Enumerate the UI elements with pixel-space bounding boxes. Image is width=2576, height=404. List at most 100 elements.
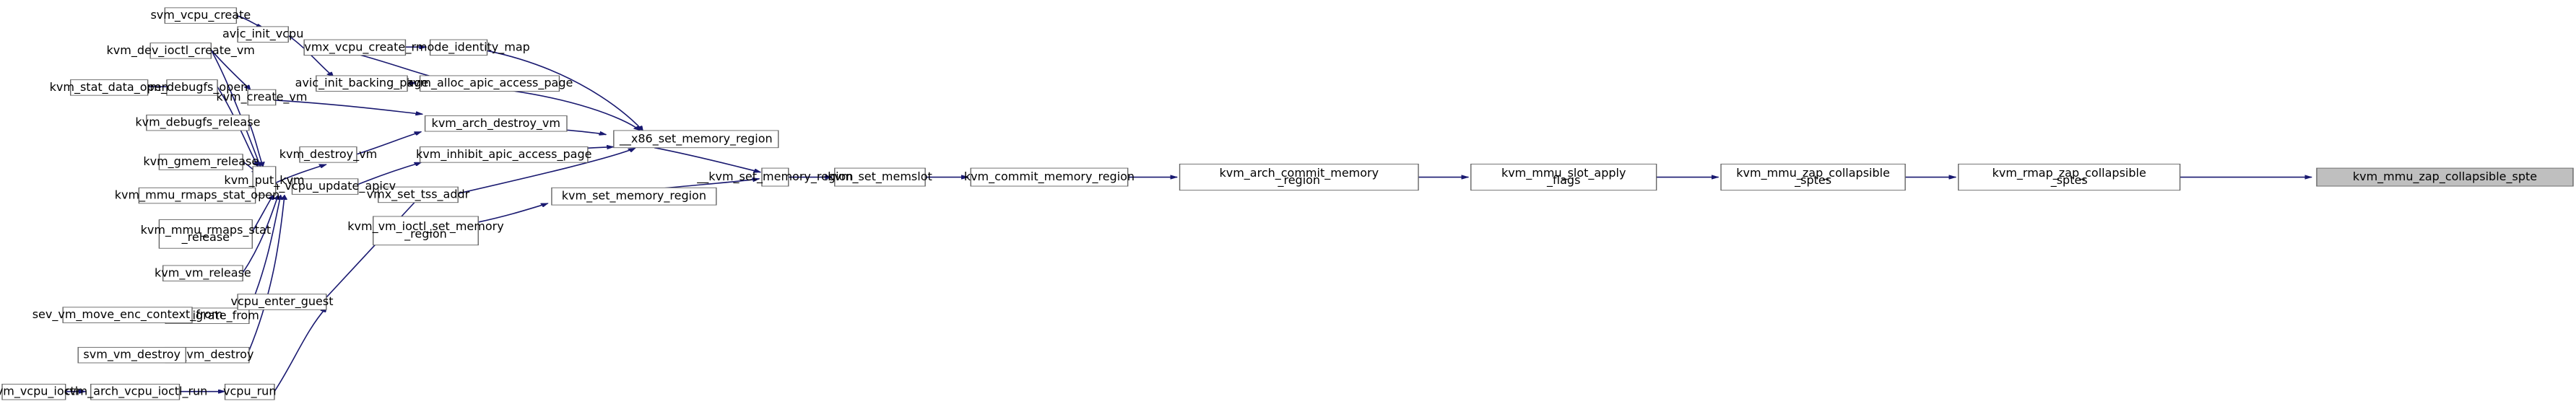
node-box — [316, 75, 408, 92]
node-box — [77, 346, 186, 364]
node-label: kvm_mmu_zap_collapsible_spte — [2353, 170, 2537, 184]
node-box — [1958, 163, 2181, 191]
node-createvm[interactable]: kvm_create_vm — [216, 89, 308, 106]
node-box — [62, 307, 193, 323]
edge-initrmode-to-x86set — [487, 50, 643, 131]
node-box — [299, 146, 357, 163]
node-label: kvm_mmu_rmaps_stat — [141, 223, 272, 237]
node-rmapsopen[interactable]: kvm_mmu_rmaps_stat_open — [115, 187, 279, 204]
edge-rmapsrel-to-putkvm — [252, 195, 273, 232]
node-box — [90, 384, 181, 400]
node-label: kvm_vcpu_ioctl — [0, 385, 78, 399]
edge-vmrel-to-putkvm — [243, 195, 278, 273]
node-allocapic[interactable]: kvm_alloc_apic_access_page — [407, 75, 573, 92]
node-box — [373, 216, 479, 246]
node-archdestroy[interactable]: kvm_arch_destroy_vm — [424, 115, 568, 132]
node-label: vmx_set_tss_addr — [367, 187, 470, 201]
node-inhibit[interactable]: kvm_inhibit_apic_access_page — [416, 146, 591, 163]
edge-vcpuguest-to-vcpuapicv — [326, 195, 421, 297]
node-box — [551, 187, 717, 206]
node-label: kvm_set_memory_region — [562, 189, 706, 203]
node-box — [613, 130, 779, 149]
node-svmvcpu[interactable]: svm_vcpu_create — [150, 7, 251, 24]
node-label: sev_vm_move_enc_context_from — [32, 307, 223, 322]
node-label: kvm_vm_ioctl_set_memory — [347, 219, 503, 234]
node-box — [158, 154, 243, 170]
node-label: kvm_stat_data_open — [50, 80, 169, 95]
node-label: __x86_set_memory_region — [619, 131, 773, 146]
node-destroyvm[interactable]: kvm_destroy_vm — [279, 146, 377, 163]
node-box — [419, 146, 589, 163]
node-sevmove[interactable]: sev_vm_move_enc_context_from — [32, 307, 223, 323]
node-commit[interactable]: kvm_commit_memory_region — [964, 167, 1135, 187]
node-avicbacking[interactable]: avic_init_backing_page — [295, 75, 429, 92]
node-vmrel[interactable]: kvm_vm_release — [155, 265, 251, 282]
node-label: kvm_mmu_zap_collapsible — [1736, 166, 1890, 180]
node-x86set[interactable]: __x86_set_memory_region — [613, 130, 779, 149]
node-kvmsetmem_[interactable]: __kvm_set_memory_region — [696, 167, 853, 187]
node-label: __kvm_set_memory_region — [696, 170, 853, 184]
edge-destroyvm-to-archdestroy — [357, 132, 421, 154]
node-initrmode[interactable]: init_rmode_identity_map — [387, 39, 530, 56]
node-label: kvm_destroy_vm — [279, 147, 377, 162]
edge-devioctl-to-putkvm — [211, 50, 260, 167]
node-box — [247, 89, 277, 106]
node-sevdestroy[interactable]: sev_vm_destroy — [161, 346, 254, 364]
edge-devioctl-to-createvm — [211, 50, 250, 89]
node-putkvm[interactable]: kvm_put_kvm — [224, 166, 305, 196]
node-setmemslot[interactable]: kvm_set_memslot — [828, 167, 932, 187]
node-box — [1179, 163, 1419, 191]
node-kvmsetmem[interactable]: kvm_set_memory_region — [551, 187, 717, 206]
node-box — [149, 43, 212, 59]
node-archcommit[interactable]: kvm_arch_commit_memory_region — [1179, 163, 1419, 191]
node-label: _sptes — [2050, 173, 2088, 188]
node-label: _region — [404, 227, 447, 241]
node-mmuzap[interactable]: kvm_mmu_zap_collapsible_sptes — [1720, 163, 1906, 191]
edge-x86set-to-kvmsetmem_ — [654, 148, 760, 172]
node-label: svm_vcpu_create — [150, 8, 251, 22]
node-box — [1720, 163, 1906, 191]
node-statopen[interactable]: kvm_stat_data_open — [50, 79, 169, 96]
node-devioctl[interactable]: kvm_dev_ioctl_create_vm — [107, 43, 255, 59]
node-box — [224, 384, 275, 400]
edge-debugfsrel-to-putkvm — [249, 123, 263, 167]
node-label: avic_init_backing_page — [295, 76, 429, 90]
node-box — [237, 294, 327, 310]
node-box — [69, 79, 149, 96]
node-label: kvm_arch_destroy_vm — [432, 116, 560, 131]
node-label: _flags — [1546, 173, 1580, 188]
node-label: kvm_mmu_rmaps_stat_open — [115, 188, 279, 203]
node-tssaddr[interactable]: vmx_set_tss_addr — [367, 186, 470, 203]
node-label: svm_vm_destroy — [83, 348, 181, 362]
node-ioctlsetmem[interactable]: kvm_vm_ioctl_set_memory_region — [347, 216, 504, 246]
node-root[interactable]: kvm_mmu_zap_collapsible_spte — [2316, 167, 2574, 187]
node-vcpuapicv[interactable]: kvm_vcpu_update_apicv — [254, 178, 396, 195]
node-debugfsopen[interactable]: kvm_debugfs_open — [136, 79, 248, 96]
node-label: kvm_arch_vcpu_ioctl_run — [63, 385, 207, 399]
node-rmapsrel[interactable]: kvm_mmu_rmaps_stat_release — [141, 219, 272, 249]
node-vcpuioctl[interactable]: kvm_vcpu_ioctl — [0, 384, 78, 400]
node-label: kvm_put_kvm — [224, 173, 304, 188]
node-label: _release — [181, 230, 230, 245]
node-svmdestroy[interactable]: svm_vm_destroy — [77, 346, 186, 364]
nodes: kvm_mmu_zap_collapsible_spte kvm_rmap_zap… — [0, 7, 2574, 400]
node-rmap[interactable]: kvm_rmap_zap_collapsible_sptes — [1958, 163, 2181, 191]
node-archioctlrun[interactable]: kvm_arch_vcpu_ioctl_run — [63, 384, 207, 400]
edge-sevdestroy-to-putkvm — [249, 195, 285, 350]
node-vmxvcpu[interactable]: vmx_vcpu_create — [303, 39, 407, 56]
node-vcpurun[interactable]: vcpu_run — [223, 384, 276, 400]
edge-ioctlsetmem-to-kvmsetmem — [478, 203, 547, 222]
node-debugfsrel[interactable]: kvm_debugfs_release — [135, 114, 260, 131]
node-vcpuguest[interactable]: vcpu_enter_guest — [230, 294, 333, 310]
node-avicvcpu[interactable]: avic_init_vcpu — [222, 26, 303, 43]
node-box — [146, 114, 250, 131]
edge-tssaddr-to-x86set — [458, 148, 635, 193]
node-label: kvm_rmap_zap_collapsible — [1992, 166, 2146, 180]
node-slotflags[interactable]: kvm_mmu_slot_apply_flags — [1470, 163, 1657, 191]
node-gmemrel[interactable]: kvm_gmem_release — [143, 154, 259, 170]
edges — [66, 16, 2312, 392]
node-box — [970, 167, 1129, 187]
edge-vcpuapicv-to-inhibit — [357, 162, 421, 185]
node-label: kvm_debugfs_release — [135, 115, 260, 130]
node-label: kvm_commit_memory_region — [964, 170, 1135, 184]
